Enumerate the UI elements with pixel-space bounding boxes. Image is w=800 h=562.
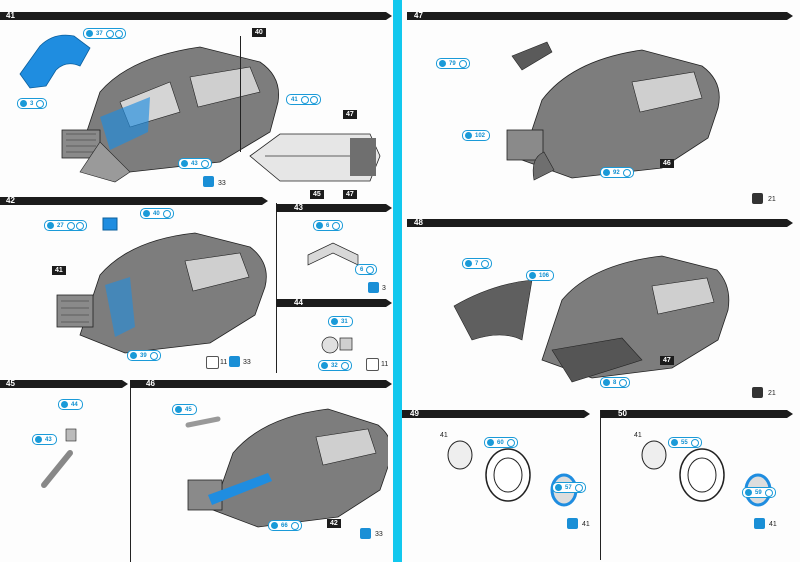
callout-part-43-b: 43 xyxy=(32,434,57,445)
callout-part-37: 37 xyxy=(83,28,126,39)
wheel-parts-step-49 xyxy=(447,440,578,507)
callout-part-106: 106 xyxy=(526,270,555,281)
callout-part-3: 3 xyxy=(17,98,48,109)
car-body-step-46 xyxy=(185,408,388,528)
step-43-number: 43 xyxy=(294,203,303,212)
ref-step-41: 41 xyxy=(52,266,66,275)
panel-border-46 xyxy=(130,385,131,562)
paint-pot-dark-icon-48 xyxy=(752,387,763,398)
paint-number-33: 33 xyxy=(243,359,251,366)
callout-part-6-top: 6 xyxy=(313,220,344,231)
paint-number-41-b: 41 xyxy=(769,521,777,528)
paint-pot-icon-46 xyxy=(360,528,371,539)
shaft-part-step-45 xyxy=(41,428,77,488)
step-43-header xyxy=(276,204,392,212)
ref-part-45: 45 xyxy=(310,190,324,199)
left-page: 41 40 37 3 41 43 47 45 47 33 42 27 40 39… xyxy=(0,0,393,562)
step-48-number: 48 xyxy=(414,218,423,227)
paint-number-3: 3 xyxy=(382,285,386,292)
step-46-number: 46 xyxy=(146,379,155,388)
callout-part-43: 43 xyxy=(178,158,212,169)
paint-pot-white-icon xyxy=(206,356,219,369)
step-44-header xyxy=(276,299,392,307)
step-49-header xyxy=(402,410,590,418)
step-46-header xyxy=(130,380,392,388)
paint-number-41: 33 xyxy=(218,180,226,187)
callout-part-92: 92 xyxy=(600,167,634,178)
step-41-header xyxy=(0,12,392,20)
step-42-number: 42 xyxy=(6,196,15,205)
ref-part-47-bottom: 47 xyxy=(343,190,357,199)
step-42-header xyxy=(0,197,268,205)
paint-number-11: 11 xyxy=(220,359,228,366)
callout-part-41: 41 xyxy=(286,94,321,105)
callout-part-45-b: 45 xyxy=(172,404,197,415)
callout-part-57: 57 xyxy=(552,482,586,493)
right-page: 47 79 102 92 46 21 48 7 106 8 47 21 49 4… xyxy=(402,0,800,562)
paint-pot-icon-49 xyxy=(567,518,578,529)
step-47-header xyxy=(407,12,793,20)
step-45-number: 45 xyxy=(6,379,15,388)
callout-part-102: 102 xyxy=(462,130,491,141)
callout-part-44: 44 xyxy=(58,399,83,410)
paint-pot-icon xyxy=(203,176,214,187)
step-44-number: 44 xyxy=(294,298,303,307)
step-45-header xyxy=(0,380,128,388)
ref-step-46: 46 xyxy=(660,159,674,168)
paint-pot-blue-icon xyxy=(229,356,240,367)
paint-pot-icon-50 xyxy=(754,518,765,529)
panel-border-50 xyxy=(600,410,601,560)
paint-pot-dark-icon xyxy=(752,193,763,204)
chassis-floor-step-41 xyxy=(249,133,381,182)
step-50-number: 50 xyxy=(618,409,627,418)
paint-number-11-b: 11 xyxy=(381,361,389,368)
callout-part-60: 60 xyxy=(484,437,518,448)
bracket-part-step-43 xyxy=(307,242,359,266)
car-body-step-41 xyxy=(61,46,279,183)
car-body-step-42 xyxy=(56,217,267,354)
paint-number-41: 41 xyxy=(582,521,590,528)
callout-part-59: 59 xyxy=(742,487,776,498)
step-50-header xyxy=(600,410,793,418)
callout-part-39: 39 xyxy=(127,350,161,361)
step-41-number: 41 xyxy=(6,11,15,20)
step-49-number: 49 xyxy=(410,409,419,418)
paint-number-33-b: 33 xyxy=(375,531,383,538)
callout-part-7: 7 xyxy=(462,258,493,269)
callout-part-66: 66 xyxy=(268,520,302,531)
callout-part-79: 79 xyxy=(436,58,470,69)
callout-part-55: 55 xyxy=(668,437,702,448)
paint-number-21: 21 xyxy=(768,196,776,203)
callout-part-31: 31 xyxy=(328,316,353,327)
ref-part-47-top: 47 xyxy=(343,110,357,119)
step-48-header xyxy=(407,219,793,227)
ref-step-40: 40 xyxy=(252,28,266,37)
paint-pot-icon-43 xyxy=(368,282,379,293)
blue-wing-part-step-41 xyxy=(19,34,91,89)
step-47-number: 47 xyxy=(414,11,423,20)
callout-part-27: 27 xyxy=(44,220,87,231)
page-divider xyxy=(393,0,402,562)
car-body-step-48 xyxy=(453,255,730,383)
leader-line xyxy=(240,36,241,152)
callout-part-8: 8 xyxy=(600,377,631,388)
paint-number-21-b: 21 xyxy=(768,390,776,397)
panel-border xyxy=(276,203,277,373)
callout-part-6-bottom: 6 xyxy=(355,264,378,275)
wheel-parts-step-50 xyxy=(641,440,772,507)
callout-part-40: 40 xyxy=(140,208,174,219)
ref-step-42: 42 xyxy=(327,519,341,528)
car-body-step-47 xyxy=(506,41,720,181)
callout-part-32: 32 xyxy=(318,360,352,371)
paint-pot-icon-44 xyxy=(366,358,379,371)
clip-part-step-44 xyxy=(321,336,353,354)
label-part-41: 41 xyxy=(440,432,448,439)
label-part-41-b: 41 xyxy=(634,432,642,439)
ref-step-47: 47 xyxy=(660,356,674,365)
